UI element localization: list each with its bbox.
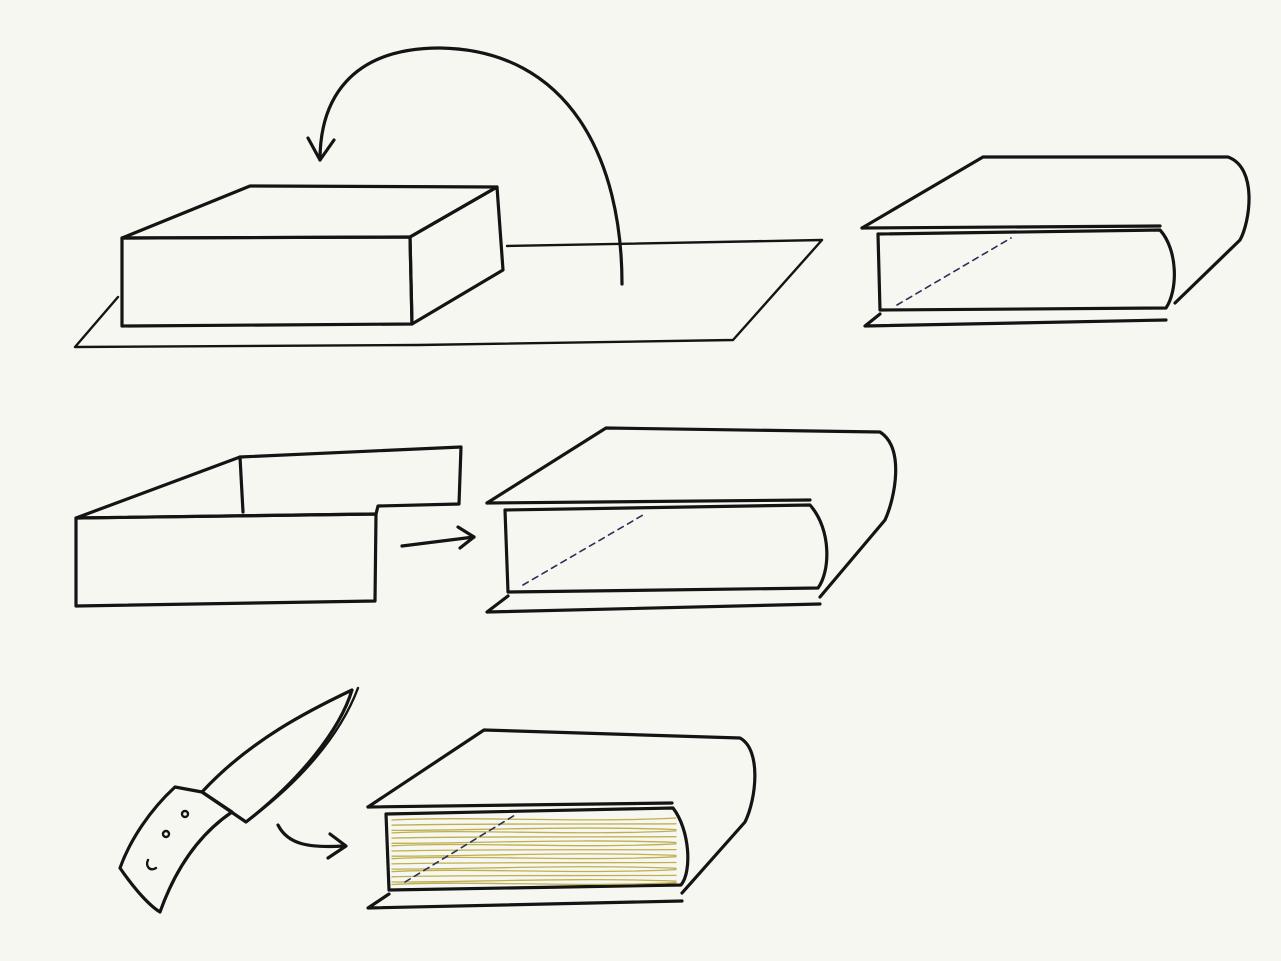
arrow-right-icon: [276, 823, 346, 849]
cover-bottom: [366, 892, 684, 910]
page-line: [391, 817, 677, 821]
knife-handle: [118, 785, 234, 914]
page-line: [391, 853, 677, 857]
cover-top: [366, 728, 757, 895]
text-block-front: [503, 503, 829, 594]
spine-dash-line: [896, 237, 1012, 306]
arrow-right-icon: [400, 535, 476, 548]
knife-icon: [118, 686, 360, 914]
step-1-book-with-cover: [860, 155, 1251, 328]
step-2-cover-folder: [74, 445, 476, 608]
spine-dash-line: [404, 814, 516, 883]
page-line: [391, 866, 677, 870]
cover-front-edge: [366, 801, 674, 809]
step-3-trimmed-book: [366, 728, 757, 910]
arrow-right-head: [456, 525, 476, 550]
cover-front-edge: [485, 498, 812, 505]
cover-top: [485, 426, 898, 599]
cover-front-edge: [860, 224, 1162, 230]
page-line: [391, 823, 677, 826]
handle-rivet: [161, 829, 171, 839]
curved-arrow-head: [306, 136, 336, 162]
block-side-face: [408, 185, 505, 326]
page-line: [391, 878, 677, 883]
step-1-block-on-paper: [73, 46, 824, 349]
page-line: [391, 861, 677, 865]
folder-front-panel: [74, 512, 378, 608]
folder-back-panel: [74, 445, 463, 520]
page-line: [391, 868, 677, 873]
page-line: [391, 881, 677, 886]
block-front-face: [120, 235, 414, 328]
page-line: [391, 836, 677, 839]
page-line: [391, 856, 677, 860]
page-line: [391, 827, 677, 832]
page-line: [391, 848, 677, 852]
handle-rivet: [145, 858, 158, 871]
arrow-right-head: [326, 832, 348, 860]
handle-rivet: [180, 809, 190, 819]
knife-blade: [200, 688, 354, 824]
spine-dash-line: [522, 514, 644, 586]
cover-top: [860, 155, 1251, 305]
page-lines: [391, 817, 677, 886]
curved-arrow-icon: [318, 46, 624, 286]
page-line: [391, 840, 677, 844]
page-block-front: [384, 806, 690, 892]
cover-bottom: [863, 312, 1168, 328]
text-block-front: [876, 228, 1176, 312]
step-3-trimming: [118, 686, 360, 914]
page-line: [391, 830, 677, 834]
page-line: [391, 843, 677, 847]
knife-blade-edge: [244, 686, 360, 824]
step-2-book-with-cover: [485, 426, 898, 614]
page-line: [391, 874, 677, 878]
block-top-face: [120, 184, 499, 240]
cover-bottom: [485, 594, 822, 614]
paper-sheet: [73, 238, 824, 349]
folder-inner-crease: [238, 455, 245, 514]
